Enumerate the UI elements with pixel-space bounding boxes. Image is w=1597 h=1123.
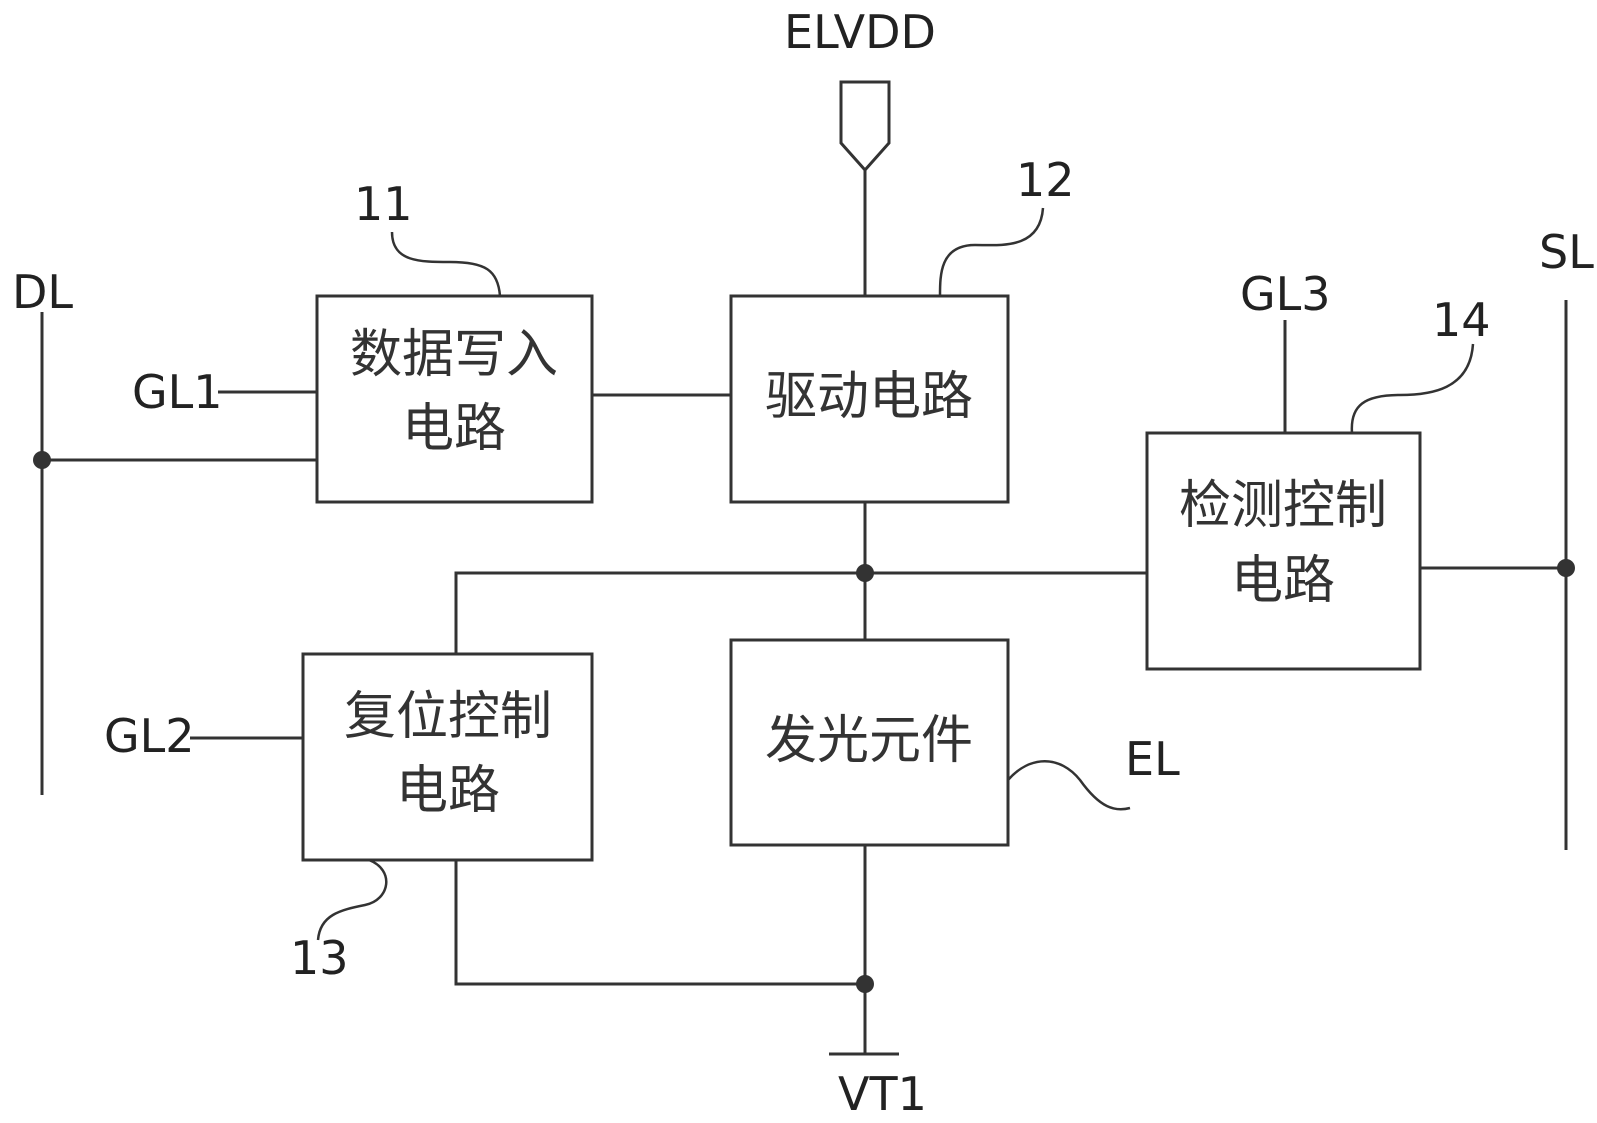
dl-junction [33,451,51,469]
center-junction [856,564,874,582]
light-element-box [729,638,1010,847]
node-to-reset-wire [454,571,865,654]
light-line1: 发光元件 [765,711,973,771]
ref-13-leader [316,858,388,941]
ref-13-label: 13 [290,931,349,985]
sl-label: SL [1539,225,1594,279]
detect-control-circuit-box [1145,431,1422,671]
detect-line2: 电路 [1231,551,1335,611]
el-leader [1007,760,1131,811]
gl2-label: GL2 [104,709,195,763]
el-label: EL [1125,732,1180,786]
data-write-circuit-box [315,294,594,504]
gl3-label: GL3 [1240,267,1331,321]
drive-line1: 驱动电路 [765,367,973,427]
ref-14-leader [1350,343,1475,434]
reset-line1: 复位控制 [344,687,552,747]
reset-control-circuit-box [301,652,594,862]
ref-11-leader [390,231,502,297]
data-write-line2: 电路 [402,399,506,459]
ref-14-label: 14 [1432,293,1491,347]
data-write-line1: 数据写入 [350,325,558,385]
dl-label: DL [12,265,73,319]
ref-12-label: 12 [1016,153,1075,207]
elvdd-terminal [839,80,891,173]
elvdd-label: ELVDD [784,5,936,59]
detect-line1: 检测控制 [1179,476,1387,536]
ref-11-label: 11 [354,177,413,231]
gl1-label: GL1 [132,365,223,419]
reset-to-vt1-wire [454,858,865,986]
vt1-label: VT1 [838,1067,927,1121]
vt1-junction [856,975,874,993]
drive-circuit-box [729,294,1010,504]
reset-line2: 电路 [396,761,500,821]
ref-12-leader [938,207,1045,297]
sl-junction [1557,559,1575,577]
